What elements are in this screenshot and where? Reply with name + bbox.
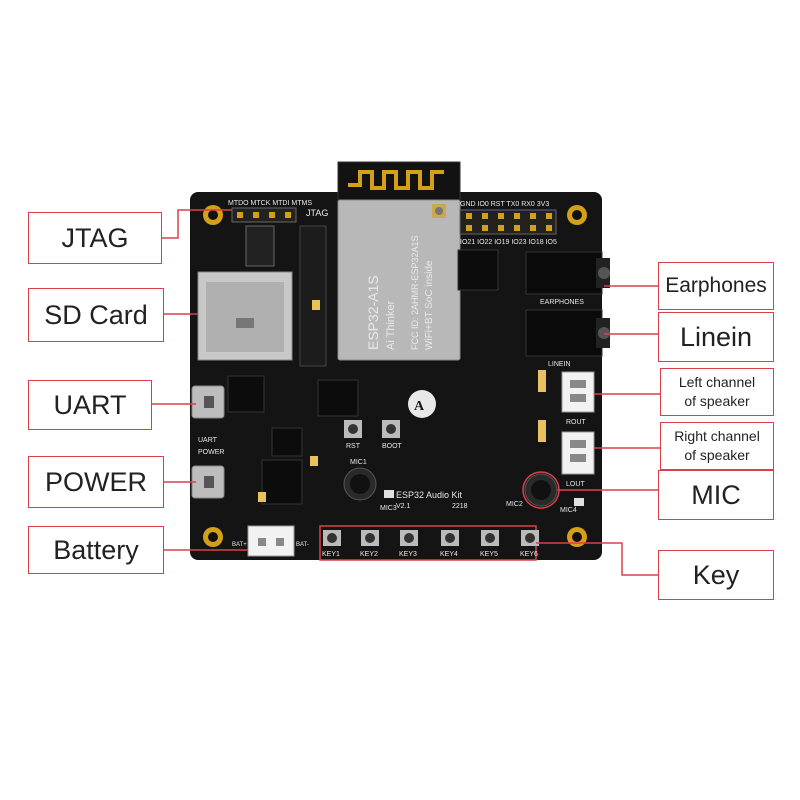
header-top-label: GND IO0 RST TX0 RX0 3V3 — [460, 201, 549, 208]
jtag-silk: JTAG — [306, 208, 328, 218]
key3-silk: KEY3 — [399, 551, 417, 558]
module-wifi: WiFi+BT SoC inside — [424, 260, 435, 350]
key1-silk: KEY1 — [322, 551, 340, 558]
board-date: 2218 — [452, 503, 468, 510]
module-antenna — [337, 161, 461, 203]
bat-plus-silk: BAT+ — [232, 542, 247, 548]
jtag-callout: JTAG — [28, 212, 162, 264]
mic-callout: MIC — [658, 470, 774, 520]
left-speaker-line1: Left channel — [678, 374, 756, 391]
boot-silk: BOOT — [382, 443, 403, 450]
pin-header — [459, 209, 557, 235]
jtag-pins-label: MTDO MTCK MTDI MTMS — [228, 200, 312, 207]
key5-silk: KEY5 — [480, 551, 498, 558]
power-callout: POWER — [28, 456, 164, 508]
left-speaker-connector — [561, 431, 595, 475]
mic1-silk: MIC1 — [350, 459, 367, 466]
lout-silk: LOUT — [566, 481, 585, 488]
module-name: ESP32-A1S — [365, 275, 381, 350]
earphones-callout: Earphones — [658, 262, 774, 310]
key2-silk: KEY2 — [360, 551, 378, 558]
board-name: ESP32 Audio Kit — [396, 490, 463, 500]
battery-callout: Battery — [28, 526, 164, 574]
bat-minus-silk: BAT- — [296, 542, 309, 548]
header-bottom-label: IO21 IO22 IO19 IO23 IO18 IO5 — [460, 239, 557, 246]
esp32-module — [337, 199, 461, 361]
earphones-jack — [525, 251, 603, 295]
board-version: V2.1 — [396, 503, 411, 510]
jtag-header — [231, 207, 297, 223]
module-fcc: FCC ID: 2AHMR-ESP32A1S — [410, 235, 420, 350]
mic2-silk: MIC2 — [506, 501, 523, 508]
callout-lines — [152, 209, 660, 576]
linein-callout: Linein — [658, 312, 774, 362]
battery-connector — [247, 525, 295, 557]
right-speaker-line1: Right channel — [674, 428, 760, 445]
left-speaker-callout: Left channel of speaker — [660, 368, 774, 416]
rst-silk: RST — [346, 443, 361, 450]
mic4-silk: MIC4 — [560, 507, 577, 514]
left-speaker-line2: of speaker — [684, 393, 750, 409]
right-speaker-callout: Right channel of speaker — [660, 422, 774, 470]
ai-logo — [408, 390, 436, 418]
uart-silk: UART — [198, 437, 218, 444]
key6-silk: KEY6 — [520, 551, 538, 558]
uart-callout: UART — [28, 380, 152, 430]
linein-jack — [525, 309, 603, 357]
linein-silk: LINEIN — [548, 361, 571, 368]
mic3-silk: MIC3 — [380, 505, 397, 512]
power-silk: POWER — [198, 449, 224, 456]
key-callout: Key — [658, 550, 774, 600]
right-speaker-connector — [561, 371, 595, 413]
key4-silk: KEY4 — [440, 551, 458, 558]
rout-silk: ROUT — [566, 419, 587, 426]
earphones-silk: EARPHONES — [540, 299, 584, 306]
sd-card-callout: SD Card — [28, 288, 164, 342]
right-speaker-line2: of speaker — [684, 447, 750, 463]
module-brand: Ai Thinker — [385, 300, 397, 350]
svg-text:A: A — [414, 399, 425, 414]
